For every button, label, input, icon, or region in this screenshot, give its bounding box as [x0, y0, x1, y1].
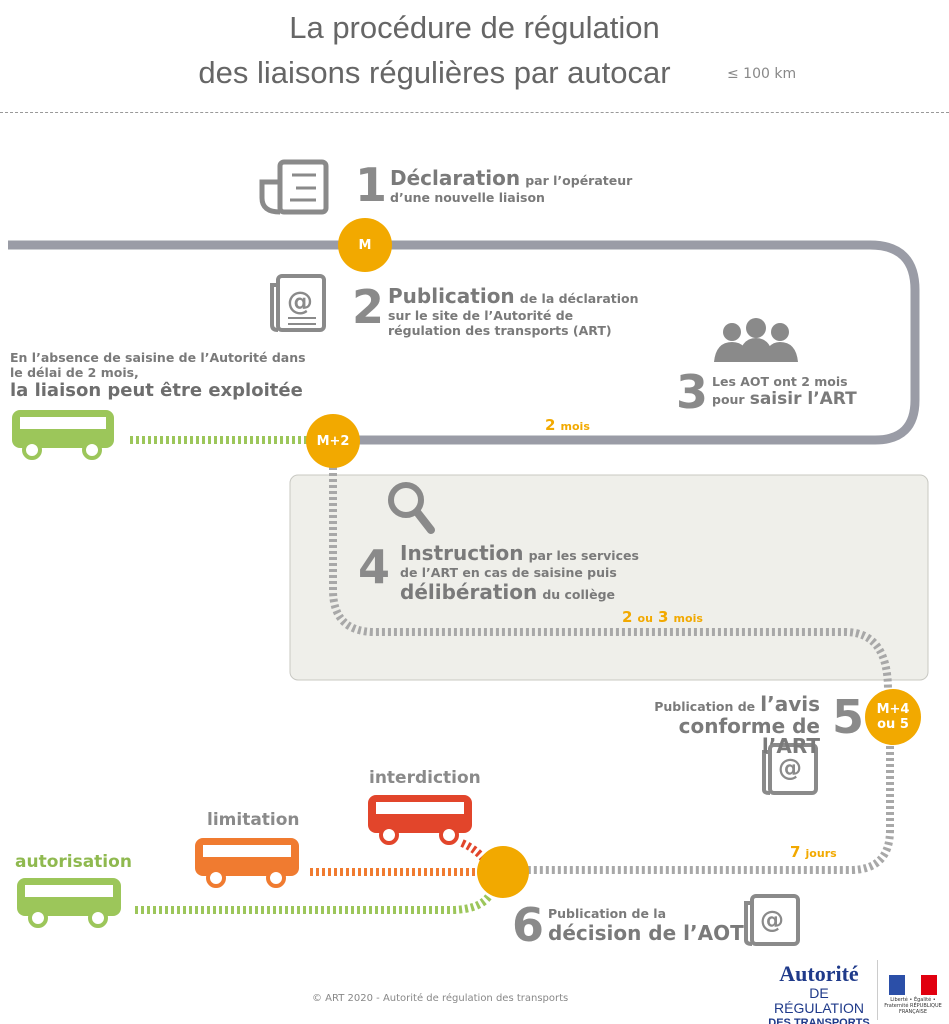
outcome-autorisation: autorisation: [15, 852, 132, 872]
step-1-text: Déclaration par l’opérateur d’une nouvell…: [390, 166, 632, 205]
copyright: © ART 2020 - Autorité de régulation des …: [312, 993, 569, 1004]
decision-circle: [477, 846, 529, 898]
step-4-rest2: du collège: [542, 587, 615, 602]
logo-divider: [877, 960, 878, 1020]
magnifier-icon: [388, 482, 435, 534]
duration-3-unit: jours: [805, 847, 837, 860]
duration-2-num2: 3: [658, 608, 669, 626]
step-3-line1: Les AOT ont 2 mois: [712, 374, 848, 389]
duration-2-unit: mois: [673, 612, 703, 625]
step-5-number: 5: [832, 690, 865, 744]
bus-autorisation-icon: [17, 878, 121, 928]
step-5-line2: conforme de l’ART: [678, 714, 820, 758]
milestone-m4-alt: ou 5: [877, 717, 909, 732]
republique-logo: Liberté • Égalité • Fraternité RÉPUBLIQU…: [884, 975, 942, 1015]
track-green: [135, 888, 496, 914]
bus-interdiction-icon: [368, 795, 472, 845]
svg-text:@: @: [760, 906, 784, 934]
step-2-head: Publication: [388, 284, 515, 308]
absence-note: En l’absence de saisine de l’Autorité da…: [10, 350, 306, 401]
milestone-m: M: [338, 218, 392, 272]
step-2-number: 2: [352, 280, 385, 334]
absence-line3: la liaison peut être exploitée: [10, 380, 303, 401]
track-red: [460, 839, 490, 865]
step-2-line2: sur le site de l’Autorité de: [388, 308, 574, 323]
track-solid: [8, 240, 920, 445]
step-4-line2: de l’ART en cas de saisine puis: [400, 565, 617, 580]
step-6-number: 6: [512, 898, 545, 952]
step-5-pre: Publication de: [654, 699, 756, 714]
duration-3: 7 jours: [790, 842, 837, 861]
step-6-head: décision de l’AOT: [548, 921, 744, 945]
publication-icon-5: @: [762, 743, 818, 795]
step-3-text: Les AOT ont 2 mois pour saisir l’ART: [712, 374, 857, 409]
step-4-head2: délibération: [400, 580, 538, 604]
outcome-limitation: limitation: [207, 810, 300, 830]
outcome-interdiction: interdiction: [369, 768, 481, 788]
step-4-head: Instruction: [400, 541, 524, 565]
step-1-head: Déclaration: [390, 166, 521, 190]
step-2-text: Publication de la déclaration sur le site…: [388, 284, 639, 338]
step-3-pre: pour: [712, 392, 745, 407]
duration-2: 2 ou 3 mois: [622, 607, 703, 626]
absence-line2: le délai de 2 mois,: [10, 365, 139, 380]
step-2-line3: régulation des transports (ART): [388, 323, 612, 338]
step-5-head: l’avis: [760, 692, 820, 716]
step-1-rest: par l’opérateur: [525, 173, 633, 188]
bus-limitation-icon: [195, 838, 299, 888]
step-3-head: saisir l’ART: [749, 389, 857, 409]
newspaper-icon: [259, 159, 329, 215]
step-4-text: Instruction par les services de l’ART en …: [400, 541, 639, 604]
milestone-m2: M+2: [306, 414, 360, 468]
divider: [0, 112, 949, 113]
step-4-number: 4: [358, 540, 391, 594]
title-line2: des liaisons régulières par autocar: [198, 55, 671, 90]
step-1-number: 1: [355, 158, 388, 212]
duration-1-num: 2: [545, 416, 556, 434]
people-icon: [714, 318, 798, 362]
step-6-line1: Publication de la: [548, 906, 667, 921]
track-dashed: [329, 455, 894, 874]
title-line1: La procédure de régulation: [289, 10, 660, 45]
step-1-line2: d’une nouvelle liaison: [390, 190, 545, 205]
publication-icon-2: @: [270, 274, 326, 332]
step-2-rest: de la déclaration: [519, 291, 639, 306]
step-4-rest: par les services: [528, 548, 639, 563]
art-logo: Autorité DE RÉGULATION DES TRANSPORTS: [768, 961, 870, 1024]
distance-note: ≤ 100 km: [727, 66, 797, 82]
duration-2-ou: ou: [637, 612, 653, 625]
duration-2-num1: 2: [622, 608, 633, 626]
milestone-m4-label: M+4: [876, 702, 910, 717]
duration-1: 2 mois: [545, 415, 590, 434]
svg-text:@: @: [778, 754, 802, 782]
publication-icon-6: @: [744, 894, 800, 946]
duration-3-num: 7: [790, 843, 801, 861]
absence-line1: En l’absence de saisine de l’Autorité da…: [10, 350, 306, 365]
bus-exploited-icon: [12, 410, 114, 460]
duration-1-unit: mois: [560, 420, 590, 433]
step-3-number: 3: [676, 365, 709, 419]
svg-text:@: @: [287, 287, 313, 317]
republique-text: Liberté • Égalité • Fraternité RÉPUBLIQU…: [884, 997, 942, 1015]
